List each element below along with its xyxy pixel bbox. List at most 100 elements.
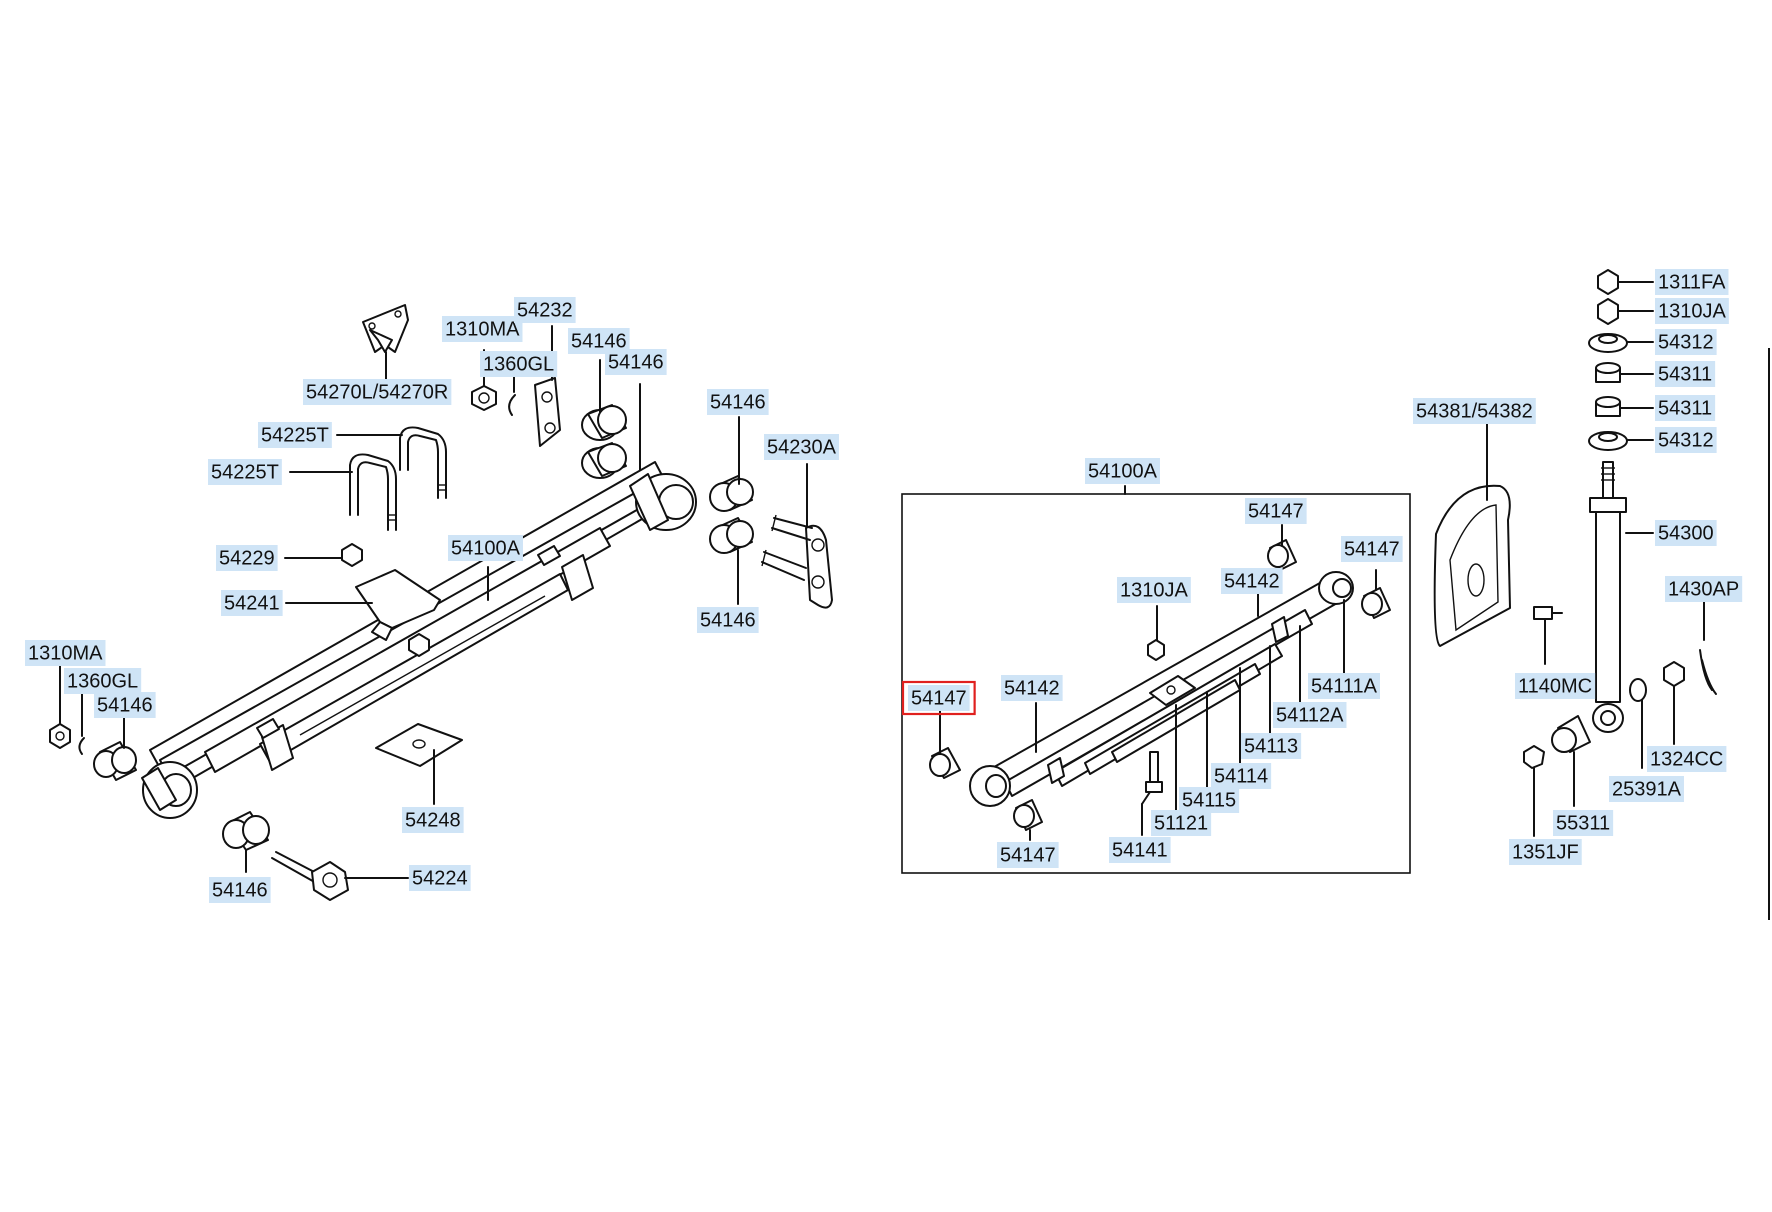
- callout-1140mc[interactable]: 1140MC: [1515, 673, 1596, 699]
- callout-1351jf[interactable]: 1351JF: [1509, 839, 1582, 865]
- callout-54311[interactable]: 54311: [1655, 395, 1716, 421]
- callout-55311[interactable]: 55311: [1553, 810, 1614, 836]
- callout-text: 54114: [1214, 765, 1268, 787]
- callout-1310ja[interactable]: 1310JA: [1117, 577, 1191, 603]
- callout-1430ap[interactable]: 1430AP: [1665, 576, 1743, 602]
- bushing-55311: [1551, 715, 1591, 807]
- callout-text: 54225T: [211, 461, 279, 483]
- callout-text: 1310MA: [445, 318, 520, 340]
- callout-background: [1655, 298, 1729, 324]
- callout-54248[interactable]: 54248: [402, 807, 464, 833]
- shackle-plate: [534, 377, 561, 447]
- callout-25391a[interactable]: 25391A: [1609, 776, 1684, 802]
- callout-background: [25, 640, 106, 666]
- callout-54241[interactable]: 54241: [221, 590, 283, 616]
- shackle-assembly: [761, 514, 833, 609]
- callout-54112a[interactable]: 54112A: [1273, 702, 1347, 728]
- callout-background: [997, 842, 1059, 868]
- callout-text: 54141: [1112, 839, 1168, 861]
- callout-54142[interactable]: 54142: [1221, 568, 1283, 594]
- callout-text: 1140MC: [1518, 675, 1592, 697]
- callout-text: 54146: [571, 330, 627, 352]
- callout-54147[interactable]: 54147: [901, 680, 976, 716]
- callout-54100a[interactable]: 54100A: [448, 535, 523, 561]
- callout-54113[interactable]: 54113: [1241, 733, 1302, 759]
- callout-background: [1341, 536, 1403, 562]
- callout-text: 54113: [1244, 735, 1298, 757]
- leaf-spring-inset: [969, 571, 1354, 807]
- callout-text: 1324CC: [1650, 748, 1723, 770]
- callout-54114[interactable]: 54114: [1211, 763, 1272, 789]
- bushing-upper-2: [581, 442, 627, 479]
- callout-54147[interactable]: 54147: [997, 842, 1059, 868]
- callout-text: 54230A: [767, 436, 837, 458]
- callout-54229[interactable]: 54229: [216, 545, 278, 571]
- callout-54146[interactable]: 54146: [697, 607, 759, 633]
- callout-54300[interactable]: 54300: [1655, 520, 1717, 546]
- bushing-54311-top: [1595, 362, 1654, 383]
- nut-upper: [471, 385, 497, 411]
- callout-background: [1655, 329, 1717, 355]
- callout-text: 54146: [710, 391, 766, 413]
- callout-text: 54142: [1224, 570, 1280, 592]
- callout-54146[interactable]: 54146: [209, 877, 271, 903]
- callout-54146[interactable]: 54146: [605, 349, 667, 375]
- inset-center-bolt: [1145, 751, 1163, 793]
- callout-background: [221, 590, 283, 616]
- callout-54142[interactable]: 54142: [1001, 675, 1063, 701]
- callout-54312[interactable]: 54312: [1655, 427, 1717, 453]
- callout-background: [1001, 675, 1063, 701]
- leader-lines-left: [59, 325, 808, 879]
- callout-text: 54241: [224, 592, 280, 614]
- callout-54115[interactable]: 54115: [1179, 787, 1240, 813]
- callout-background: [1245, 498, 1307, 524]
- callout-text: 1310JA: [1120, 579, 1188, 601]
- washer-1351jf: [1523, 745, 1545, 837]
- callout-text: 54312: [1658, 429, 1714, 451]
- callout-54270l-54270r[interactable]: 54270L/54270R: [303, 379, 452, 405]
- callout-background: [303, 379, 452, 405]
- callout-54381-54382[interactable]: 54381/54382: [1413, 398, 1536, 424]
- callout-text: 55311: [1556, 812, 1610, 834]
- leader-lines-center: [939, 524, 1377, 841]
- callout-1360gl[interactable]: 1360GL: [64, 668, 142, 694]
- callout-1310ma[interactable]: 1310MA: [25, 640, 106, 666]
- callout-54312[interactable]: 54312: [1655, 329, 1717, 355]
- callout-54225t[interactable]: 54225T: [208, 459, 282, 485]
- callout-background: [1179, 787, 1240, 813]
- callout-text: 1310MA: [28, 642, 103, 664]
- callout-1360gl[interactable]: 1360GL: [480, 351, 558, 377]
- callout-background: [908, 685, 970, 711]
- callout-text: 54147: [1344, 538, 1400, 560]
- u-bolt-front: [349, 453, 397, 531]
- callout-54230a[interactable]: 54230A: [764, 434, 839, 460]
- callout-background: [1665, 576, 1743, 602]
- callout-1310ja[interactable]: 1310JA: [1655, 298, 1729, 324]
- callout-background: [764, 434, 839, 460]
- callout-1310ma[interactable]: 1310MA: [442, 316, 523, 342]
- callout-54224[interactable]: 54224: [409, 865, 471, 891]
- bushing-shackle-1: [709, 475, 754, 512]
- callout-1311fa[interactable]: 1311FA: [1655, 269, 1729, 295]
- callout-54111a[interactable]: 54111A: [1308, 673, 1380, 699]
- callout-54232[interactable]: 54232: [514, 297, 576, 323]
- washer-54312-top: [1588, 333, 1654, 353]
- callout-background: [514, 297, 576, 323]
- clip-upper: [508, 394, 516, 416]
- callout-54147[interactable]: 54147: [1341, 536, 1403, 562]
- callout-54146[interactable]: 54146: [707, 389, 769, 415]
- spring-pad: [375, 723, 463, 767]
- callout-54225t[interactable]: 54225T: [258, 422, 332, 448]
- callout-51121[interactable]: 51121: [1151, 810, 1212, 836]
- callout-1324cc[interactable]: 1324CC: [1647, 746, 1727, 772]
- callout-54146[interactable]: 54146: [94, 692, 156, 718]
- callout-text: 54311: [1658, 363, 1712, 385]
- callout-text: 54146: [608, 351, 664, 373]
- callout-54100a[interactable]: 54100A: [1085, 458, 1160, 484]
- callout-text: 54147: [1000, 844, 1056, 866]
- callout-text: 1311FA: [1658, 271, 1726, 293]
- callout-54147[interactable]: 54147: [1245, 498, 1307, 524]
- callout-background: [480, 351, 558, 377]
- callout-54311[interactable]: 54311: [1655, 361, 1716, 387]
- callout-54141[interactable]: 54141: [1109, 837, 1171, 863]
